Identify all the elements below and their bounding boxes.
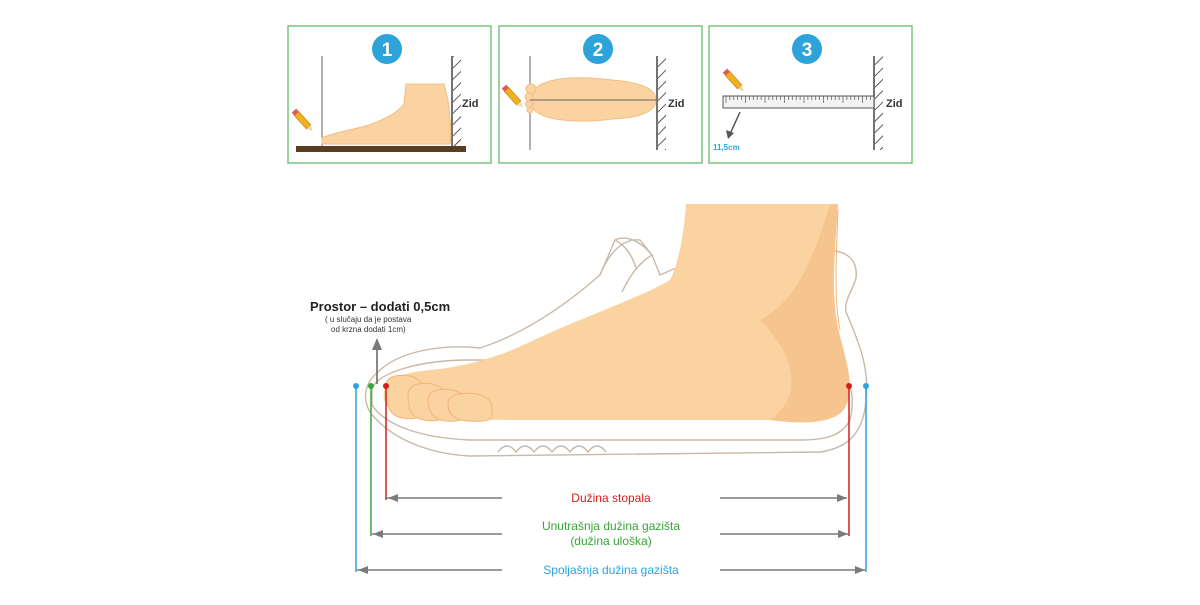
- floor: [296, 146, 466, 152]
- step-number: 1: [382, 40, 393, 61]
- wall-hatch: [453, 56, 461, 146]
- foot-length-label: Dužina stopala: [571, 491, 651, 505]
- space-note-line1: ( u slučaju da je postava: [325, 315, 412, 324]
- measurement-value: 11,5cm: [713, 143, 740, 152]
- pencil-icon: [722, 68, 744, 92]
- step-number-badge: [583, 34, 613, 64]
- step-number-badge: [372, 34, 402, 64]
- inner-length-dimension: Unutrašnja dužina gazišta (dužina uloška…: [372, 519, 848, 548]
- main-diagram: Prostor – dodati 0,5cm ( u slučaju da je…: [310, 204, 869, 577]
- wall-hatch: [875, 56, 883, 150]
- wall-label: Zid: [462, 98, 479, 110]
- outer-length-dimension: Spoljašnja dužina gazišta: [357, 563, 865, 577]
- measurement-arrow: [726, 130, 734, 139]
- step-number-badge: [792, 34, 822, 64]
- wall-label: Zid: [668, 98, 685, 110]
- shoe-outline: [364, 237, 868, 457]
- pencil-icon: [291, 108, 313, 132]
- space-note-line2: od krzna dodati 1cm): [331, 325, 406, 334]
- pencil-icon: [501, 84, 523, 108]
- step-number: 3: [802, 40, 813, 61]
- inner-length-label-line1: Unutrašnja dužina gazišta: [542, 519, 680, 533]
- wall-hatch: [658, 56, 666, 150]
- step-number: 2: [593, 40, 604, 61]
- foot-top-illustration: [524, 77, 657, 122]
- step-panel-2: 2 Zid: [498, 25, 703, 164]
- step-panel-1: 1 Zid: [287, 25, 492, 164]
- step-panel-3: 3 Zid 11,5cm: [708, 25, 913, 164]
- outer-length-label: Spoljašnja dužina gazišta: [543, 563, 679, 577]
- foot-illustration: [383, 204, 850, 423]
- ruler: [722, 95, 875, 109]
- space-arrow: [372, 338, 382, 384]
- space-title: Prostor – dodati 0,5cm: [310, 299, 450, 314]
- foot-side-illustration: [321, 83, 452, 145]
- wall-label: Zid: [886, 98, 903, 110]
- foot-length-dimension: Dužina stopala: [386, 491, 847, 505]
- inner-length-label-line2: (dužina uloška): [570, 534, 651, 548]
